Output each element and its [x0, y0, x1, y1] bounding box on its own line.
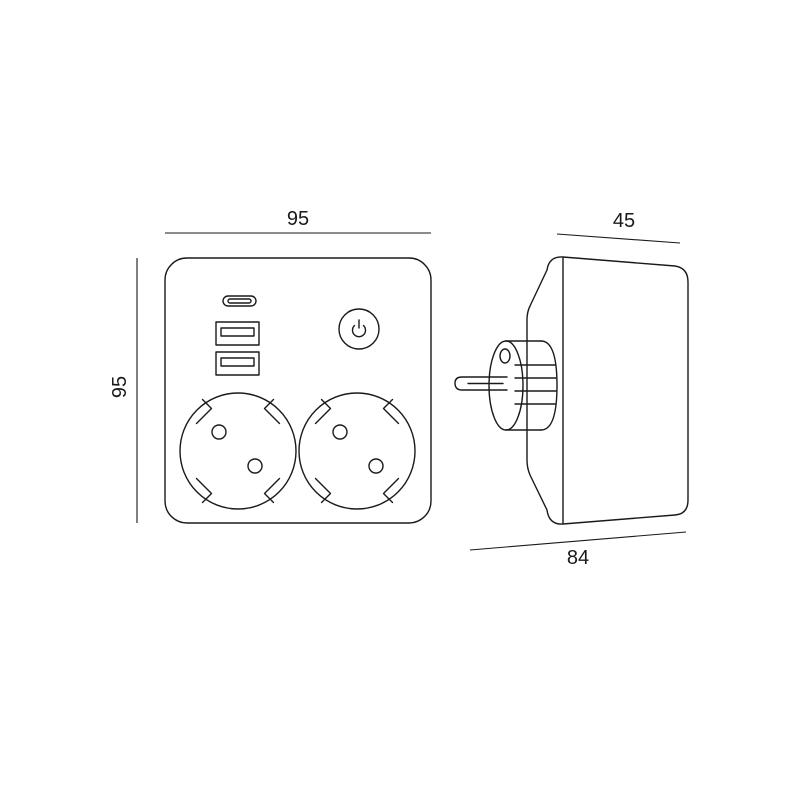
- schuko-socket-right: [298, 392, 416, 510]
- plug-body: [488, 340, 558, 431]
- side-body-outline: [526, 256, 689, 525]
- usb-c-port: [222, 295, 257, 307]
- schuko-socket-left: [179, 392, 297, 510]
- side-depth-label: 45: [613, 210, 635, 232]
- side-view: [454, 256, 689, 525]
- front-view: [164, 257, 432, 524]
- side-length-label: 84: [567, 547, 589, 569]
- usb-a-port-top: [215, 321, 260, 346]
- side-length-dimension-line: [469, 531, 687, 551]
- usb-a-port-bottom: [215, 351, 260, 376]
- side-depth-dimension-line: [556, 233, 681, 244]
- front-height-label: 95: [109, 376, 131, 398]
- plug-pin: [454, 376, 508, 391]
- power-icon: [351, 319, 367, 338]
- power-button: [338, 308, 380, 350]
- front-width-label: 95: [287, 208, 309, 230]
- front-body-outline: [164, 257, 432, 524]
